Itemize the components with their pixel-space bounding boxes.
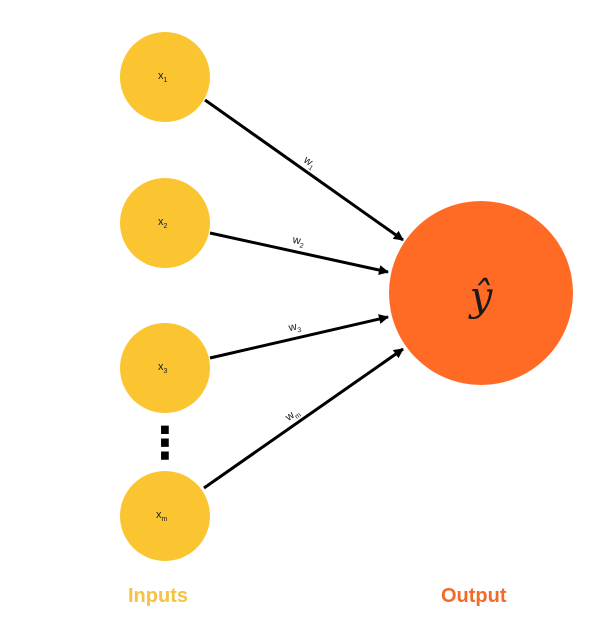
connection-arrow-2 bbox=[209, 231, 389, 275]
input-node-2 bbox=[120, 178, 210, 268]
input-label-m: xm bbox=[156, 509, 168, 523]
connection-arrow-1 bbox=[204, 98, 404, 242]
ellipsis-dots: ⋮ bbox=[143, 418, 187, 469]
input-label-3: x3 bbox=[158, 361, 168, 375]
input-label-1: x1 bbox=[158, 70, 168, 84]
input-node-3 bbox=[120, 323, 210, 413]
input-node-m bbox=[120, 471, 210, 561]
input-label-2: x2 bbox=[158, 216, 168, 230]
output-label: ŷ bbox=[468, 274, 494, 320]
weight-label-3: w3 bbox=[287, 320, 303, 336]
connection-arrow-m bbox=[203, 347, 404, 490]
output-node bbox=[389, 201, 573, 385]
weight-label-2: w2 bbox=[290, 234, 306, 250]
inputs-caption: Inputs bbox=[128, 585, 188, 607]
input-node-1 bbox=[120, 32, 210, 122]
output-caption: Output bbox=[441, 585, 507, 607]
weight-label-m: wm bbox=[283, 406, 303, 426]
connection-arrow-3 bbox=[209, 314, 389, 360]
